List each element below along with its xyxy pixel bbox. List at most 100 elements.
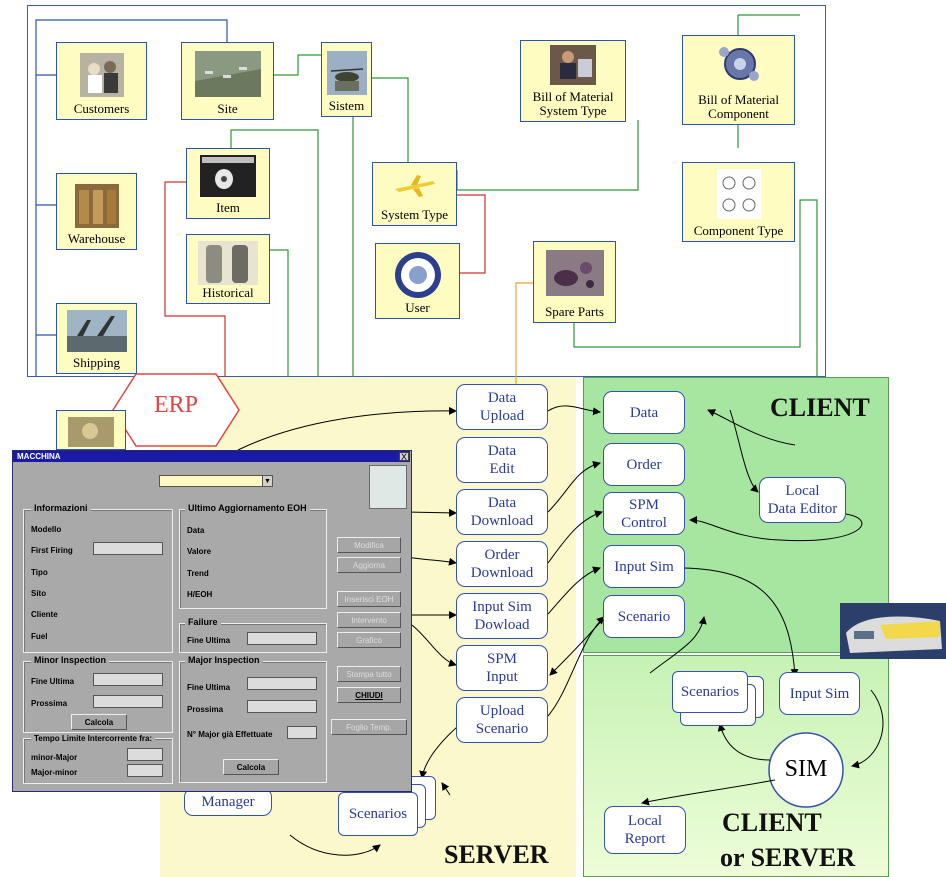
- local-data-editor-box[interactable]: Local Data Editor: [759, 477, 846, 523]
- grafico-button[interactable]: Grafico: [337, 632, 401, 648]
- orange-connector: [515, 282, 533, 400]
- user-seal-icon: [394, 252, 441, 298]
- minor-fine-ultima-label: Fine Ultima: [31, 677, 75, 686]
- client-order-box[interactable]: Order: [603, 443, 685, 486]
- helicopter-photo-icon: [326, 51, 367, 95]
- erp-label: ERP: [153, 392, 198, 418]
- tipo-label: Tipo: [31, 568, 48, 577]
- data-edit-box[interactable]: Data Edit: [456, 437, 548, 483]
- dialog-close-button[interactable]: X: [399, 452, 409, 462]
- entity-site[interactable]: Site: [181, 42, 274, 120]
- site-photo-icon: [194, 51, 261, 97]
- warehouse-photo-icon: [74, 184, 119, 228]
- valore-label: Valore: [187, 547, 212, 556]
- n-major-label: N° Major già Effettuate: [187, 730, 273, 739]
- entity-bom-component[interactable]: Bill of Material Component: [682, 35, 795, 125]
- major-prossima-field[interactable]: [247, 700, 317, 713]
- local-report-box[interactable]: Local Report: [604, 806, 686, 854]
- input-sim-download-box[interactable]: Input Sim Dowload: [456, 593, 548, 639]
- entity-customers[interactable]: Customers: [56, 42, 147, 120]
- data-upload-box[interactable]: Data Upload: [456, 384, 548, 430]
- first-firing-field[interactable]: [93, 542, 163, 555]
- minor-prossima-label: Prossima: [31, 699, 68, 708]
- entity-label: Historical: [202, 285, 254, 300]
- dialog-title: MACCHINA: [17, 452, 61, 461]
- macchina-dialog: MACCHINA X ▼ Informazioni Modello First …: [12, 450, 412, 792]
- major-minor-field[interactable]: [127, 764, 163, 777]
- entity-component-type[interactable]: Component Type: [682, 162, 795, 242]
- sim-label[interactable]: SIM: [784, 756, 828, 782]
- erp-frame: [27, 5, 826, 377]
- entity-spare-parts[interactable]: Spare Parts: [533, 241, 616, 323]
- order-download-box[interactable]: Order Download: [456, 541, 548, 587]
- server-scenarios-box[interactable]: Scenarios: [338, 792, 418, 836]
- minor-fine-ultima-field[interactable]: [93, 673, 163, 686]
- modifica-button[interactable]: Modifica: [337, 537, 401, 553]
- intervento-button[interactable]: Intervento: [337, 612, 401, 628]
- informazioni-group: [23, 509, 173, 653]
- data-download-box[interactable]: Data Download: [456, 489, 548, 535]
- failure-fine-ultima-label: Fine Ultima: [187, 636, 231, 645]
- entity-label: Spare Parts: [545, 304, 604, 319]
- tempo-limite-title: Tempo Limite Intercorrente fra:: [31, 734, 156, 743]
- major-calcola-button[interactable]: Calcola: [223, 759, 279, 775]
- data-label: Data: [187, 526, 205, 535]
- chevron-down-icon[interactable]: ▼: [262, 476, 272, 486]
- entity-bom-system-type[interactable]: Bill of Material System Type: [520, 40, 626, 122]
- server-title: SERVER: [444, 840, 549, 869]
- entity-label: User: [405, 300, 430, 315]
- major-fine-ultima-field[interactable]: [247, 677, 317, 690]
- minor-inspection-title: Minor Inspection: [31, 655, 109, 665]
- entity-system-type[interactable]: System Type: [372, 162, 457, 226]
- major-fine-ultima-label: Fine Ultima: [187, 683, 231, 692]
- client-input-sim-box[interactable]: Input Sim: [603, 545, 685, 588]
- trend-label: Trend: [187, 569, 209, 578]
- item-screen-icon: [200, 155, 256, 197]
- spare-parts-photo-icon: [545, 250, 604, 296]
- entity-label: Component Type: [693, 223, 784, 238]
- entity-item[interactable]: Item: [186, 148, 270, 219]
- major-prossima-label: Prossima: [187, 705, 224, 714]
- chiudi-button[interactable]: CHIUDI: [337, 687, 401, 703]
- ultimo-aggiornamento-title: Ultimo Aggiornamento EOH: [185, 503, 310, 513]
- entity-warehouse[interactable]: Warehouse: [56, 173, 137, 250]
- client-or-server-title-line1: CLIENT: [722, 808, 822, 837]
- component-drawing-icon: [716, 169, 761, 219]
- machine-picture: [369, 465, 407, 509]
- failure-fine-ultima-field[interactable]: [247, 632, 317, 645]
- major-minor-label: Major-minor: [31, 768, 78, 777]
- shipping-photo-icon: [66, 310, 127, 352]
- foglio-temp-button[interactable]: Foglio Temp.: [331, 719, 407, 735]
- macchina-select[interactable]: ▼: [159, 475, 273, 487]
- manager-box[interactable]: Manager: [184, 788, 272, 816]
- cliente-label: Cliente: [31, 610, 58, 619]
- entity-label: Bill of Material Component: [698, 92, 779, 121]
- minor-major-label: minor-Major: [31, 753, 78, 762]
- client-spm-control-box[interactable]: SPM Control: [603, 492, 685, 535]
- minor-major-field[interactable]: [127, 748, 163, 761]
- stampa-tutto-button[interactable]: Stampa tutto: [337, 666, 401, 682]
- entity-historical[interactable]: Historical: [186, 234, 270, 304]
- blue-connectors: [35, 19, 228, 377]
- entity-label: Sistem: [328, 98, 365, 113]
- n-major-field[interactable]: [287, 726, 317, 739]
- cs-scenarios-box[interactable]: Scenarios: [672, 671, 748, 713]
- inserisci-eoh-button[interactable]: Inserisci EOH: [337, 591, 401, 607]
- major-inspection-title: Major Inspection: [185, 655, 263, 665]
- informazioni-title: Informazioni: [31, 503, 91, 513]
- helicopter-icon: [840, 603, 946, 659]
- entity-user[interactable]: User: [375, 243, 460, 319]
- cs-input-sim-box[interactable]: Input Sim: [779, 672, 860, 715]
- client-scenario-box[interactable]: Scenario: [603, 595, 685, 638]
- entity-shipping[interactable]: Shipping: [56, 303, 137, 374]
- minor-prossima-field[interactable]: [93, 695, 163, 708]
- client-or-server-title-line2: or SERVER: [720, 843, 856, 872]
- client-data-box[interactable]: Data: [603, 391, 685, 434]
- aggiorna-button[interactable]: Aggiorna: [337, 557, 401, 573]
- entity-sistem[interactable]: Sistem: [321, 42, 372, 117]
- first-firing-label: First Firing: [31, 546, 73, 555]
- spm-input-box[interactable]: SPM Input: [456, 645, 548, 691]
- minor-calcola-button[interactable]: Calcola: [71, 714, 127, 730]
- upload-scenario-box[interactable]: Upload Scenario: [456, 697, 548, 743]
